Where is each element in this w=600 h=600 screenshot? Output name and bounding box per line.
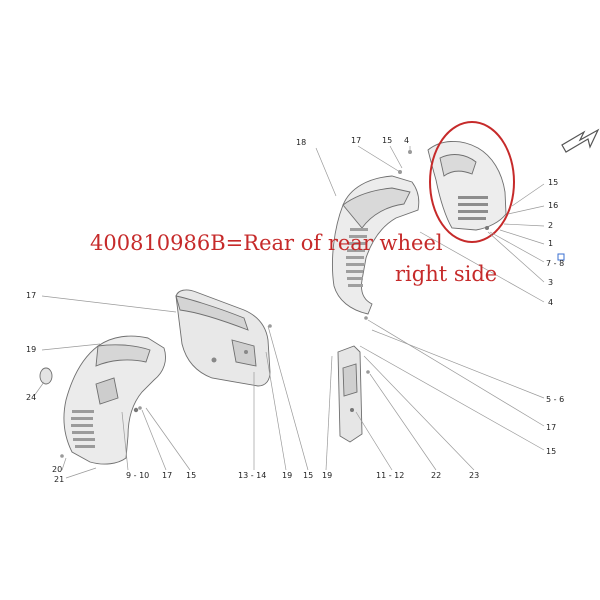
caption-part-number: 400810986B=Rear of rear wheel bbox=[90, 231, 443, 255]
callout-4: 4 bbox=[548, 298, 553, 307]
rear-wheel-liner-right bbox=[427, 141, 507, 231]
callout-5-6: 5 - 6 bbox=[546, 395, 564, 404]
callout-9-10: 9 - 10 bbox=[126, 471, 149, 480]
caption-side: right side bbox=[395, 262, 497, 286]
callout-3: 3 bbox=[548, 278, 553, 287]
round-cap-part bbox=[39, 367, 53, 385]
callout-17: 17 bbox=[26, 291, 36, 300]
callout-19: 19 bbox=[26, 345, 36, 354]
callout-24: 24 bbox=[26, 393, 36, 402]
callout-4: 4 bbox=[404, 136, 409, 145]
callout-20: 20 bbox=[52, 465, 62, 474]
callout-17: 17 bbox=[162, 471, 172, 480]
callout-21: 21 bbox=[54, 475, 64, 484]
callout-19: 19 bbox=[282, 471, 292, 480]
callout-17: 17 bbox=[546, 423, 556, 432]
callout-19: 19 bbox=[322, 471, 332, 480]
callout-15: 15 bbox=[382, 136, 392, 145]
callout-15: 15 bbox=[186, 471, 196, 480]
arrow-down-left-icon bbox=[561, 128, 600, 153]
leader-lines bbox=[33, 145, 545, 479]
callout-11-12: 11 - 12 bbox=[376, 471, 404, 480]
callout-15: 15 bbox=[303, 471, 313, 480]
wheel-liner-front-left bbox=[63, 335, 166, 465]
callout-labels: 18 17 15 4 15 16 2 1 7 - 8 3 4 17 19 24 … bbox=[26, 136, 564, 484]
square-marker-icon bbox=[557, 253, 565, 261]
callout-2: 2 bbox=[548, 221, 553, 230]
callout-15: 15 bbox=[548, 178, 558, 187]
wheel-arch-panel-middle bbox=[175, 289, 271, 387]
callout-15: 15 bbox=[546, 447, 556, 456]
callout-22: 22 bbox=[431, 471, 441, 480]
wheel-liner-rear-upper bbox=[332, 175, 420, 315]
callout-16: 16 bbox=[548, 201, 558, 210]
callout-17: 17 bbox=[351, 136, 361, 145]
callout-1: 1 bbox=[548, 239, 553, 248]
highlight-circle bbox=[429, 121, 515, 243]
callout-18: 18 bbox=[296, 138, 306, 147]
callout-13-14: 13 - 14 bbox=[238, 471, 266, 480]
callout-23: 23 bbox=[469, 471, 479, 480]
callout-7-8: 7 - 8 bbox=[546, 259, 564, 268]
vertical-bracket-part bbox=[337, 345, 363, 443]
